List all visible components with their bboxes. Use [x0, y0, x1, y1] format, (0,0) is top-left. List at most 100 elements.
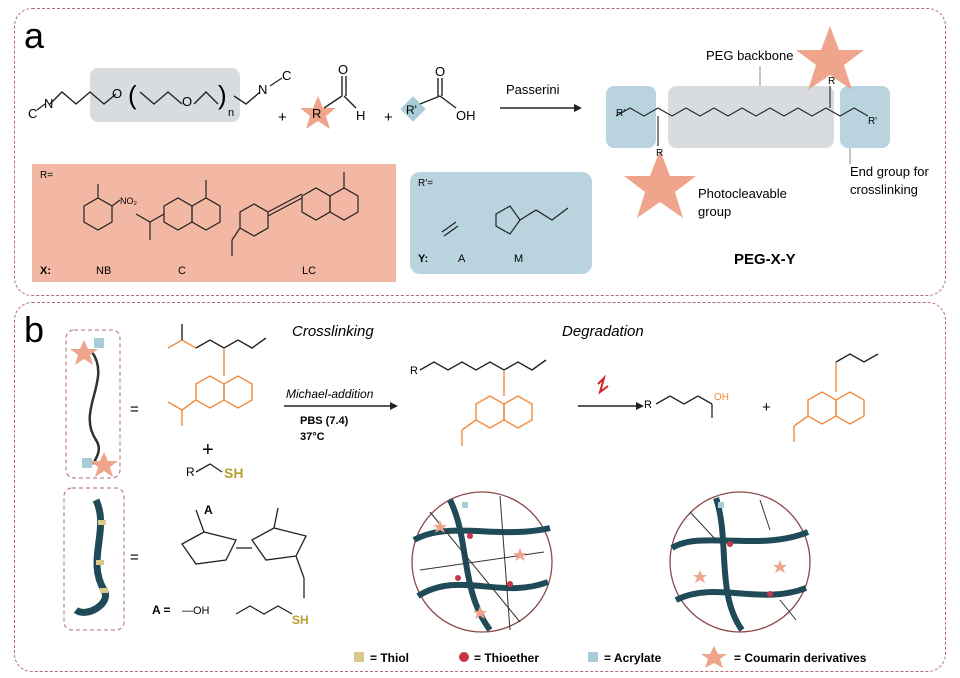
- nb-no2: NO₂: [120, 196, 138, 206]
- peg-diisocyanide: C N O ( O ) n N C: [28, 68, 291, 122]
- isocyanide-c-left: C: [28, 106, 37, 121]
- end-group-label-2: crosslinking: [850, 182, 918, 197]
- condition-temp: 37°C: [300, 431, 325, 443]
- product-structure: R' R' R R: [606, 26, 890, 218]
- lightning-icon: [597, 374, 609, 395]
- acid-oh: OH: [456, 108, 476, 123]
- product-rprime-left: R': [616, 108, 625, 119]
- chain-star-bottom: [90, 452, 118, 477]
- acid-o: O: [435, 64, 445, 79]
- rprime-box: [410, 172, 592, 274]
- endgroup-box-right: [840, 86, 890, 148]
- rprime-box-header: R′=: [418, 178, 433, 189]
- thioether-r: R: [410, 365, 418, 377]
- a-option-hydrazide: [235, 605, 293, 615]
- end-group-label-1: End group for: [850, 164, 929, 179]
- peg-backbone-label: PEG backbone: [706, 48, 793, 63]
- thiol-acid-product: [655, 395, 713, 418]
- acid-product-r: R: [644, 399, 652, 411]
- network-degraded: [669, 491, 811, 633]
- aldehyde-r: R: [312, 106, 321, 121]
- r-item-nb: NB: [96, 265, 111, 277]
- r-box-header: R=: [40, 170, 53, 181]
- star-top: [796, 26, 864, 90]
- legend-thiol-label: = Thiol: [370, 651, 409, 665]
- acid-rprime: R': [406, 103, 417, 117]
- peg-backbone-box: [668, 86, 834, 148]
- a-option-sh: SH: [292, 613, 309, 627]
- monomer-plus: +: [202, 439, 214, 461]
- network-crosslinked: [411, 491, 553, 633]
- a-group-label: A =: [152, 603, 171, 617]
- aldehyde-o: O: [338, 62, 348, 77]
- legend-thioether-label: = Thioether: [474, 651, 539, 665]
- maleimide-structure: [495, 205, 569, 235]
- aldehyde-h: H: [356, 108, 365, 123]
- product-rprime-right: R': [868, 116, 877, 127]
- legend-thioether-swatch: [459, 652, 469, 662]
- polymer-chain-box: [65, 329, 121, 479]
- r-item-c: C: [178, 265, 186, 277]
- panel-a-frame: [14, 8, 946, 296]
- nb-structure: [83, 184, 121, 231]
- plus-2: +: [384, 109, 393, 126]
- polymer-chain: [88, 351, 101, 465]
- panel-a-letter: a: [24, 15, 45, 56]
- panel-b-frame: [14, 302, 946, 672]
- photocleavable-label-1: Photocleavable: [698, 186, 787, 201]
- star-bottom: [624, 150, 696, 218]
- legend-acrylate-label: = Acrylate: [604, 651, 662, 665]
- panel-b-letter: b: [24, 309, 44, 350]
- legend-acrylate-swatch: [588, 652, 598, 662]
- svg-text:(: (: [128, 80, 137, 110]
- legend-coumarin-label: = Coumarin derivatives: [734, 651, 867, 665]
- equals-2: =: [130, 549, 139, 566]
- oxygen-1: O: [112, 86, 122, 101]
- rprime-diamond: [400, 96, 426, 122]
- r-item-lc: LC: [302, 265, 316, 277]
- rprime-item-m: M: [514, 253, 523, 265]
- product-r-bottom: R: [656, 148, 663, 159]
- ha-chain: [73, 498, 109, 616]
- isocyanide-n-left: N: [44, 96, 53, 111]
- r-box: [32, 164, 396, 282]
- r-star-small: [300, 96, 336, 129]
- repeat-n: n: [228, 107, 234, 119]
- aldehyde: R O H: [300, 62, 365, 129]
- degradation-title: Degradation: [562, 323, 644, 340]
- rprime-item-a: A: [458, 253, 466, 265]
- thioether-product: [419, 359, 547, 446]
- acid-product-oh: OH: [714, 392, 729, 403]
- carboxylic-acid: R' O OH: [400, 64, 476, 123]
- coumarin-lc-structure: [231, 172, 359, 256]
- plus-1: +: [278, 109, 287, 126]
- ha-repeat-structure: [181, 507, 307, 598]
- r-box-row-label: X:: [40, 265, 51, 277]
- reaction-label: Michael-addition: [286, 387, 374, 401]
- legend: = Thiol = Thioether = Acrylate = Coumari…: [354, 646, 867, 668]
- thiol-reagent-r: R: [186, 465, 195, 479]
- product-r-top: R: [828, 76, 835, 87]
- a-option-oh: —OH: [182, 605, 210, 617]
- products-plus: +: [762, 399, 771, 416]
- coumarin-product: [793, 353, 879, 442]
- endgroup-box-left: [606, 86, 656, 148]
- svg-text:): ): [218, 80, 227, 110]
- legend-coumarin-swatch: [701, 646, 727, 668]
- equals-1: =: [130, 401, 139, 418]
- passerini-label: Passerini: [506, 82, 560, 97]
- isocyanide-c-right: C: [282, 68, 291, 83]
- ha-chain-box: [63, 487, 125, 631]
- chain-star-top: [70, 340, 98, 365]
- isocyanide-n-right: N: [258, 82, 267, 97]
- acrylate-coumarin-monomer: [167, 324, 267, 426]
- photocleavable-label-2: group: [698, 204, 731, 219]
- chain-acrylate-top: [94, 338, 104, 348]
- chain-acrylate-bottom: [82, 458, 92, 468]
- acrylate-structure: [441, 221, 459, 237]
- ha-a-marker: A: [204, 503, 213, 517]
- rprime-box-row-label: Y:: [418, 253, 428, 265]
- oxygen-2: O: [182, 94, 192, 109]
- crosslinking-title: Crosslinking: [292, 323, 374, 340]
